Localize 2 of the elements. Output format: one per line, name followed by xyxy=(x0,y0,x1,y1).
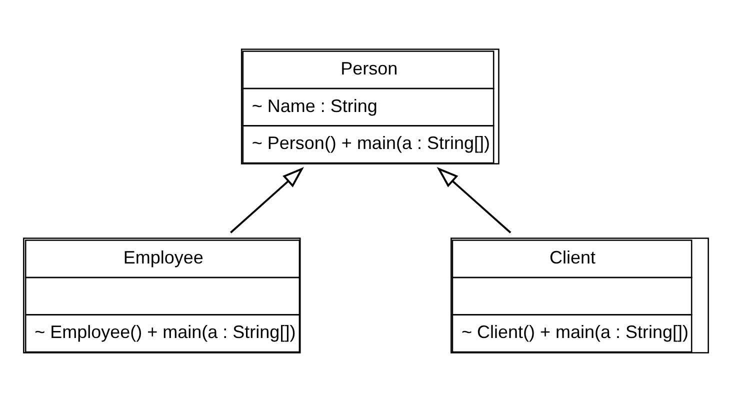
arrow xyxy=(436,167,512,234)
arrow xyxy=(230,167,304,234)
